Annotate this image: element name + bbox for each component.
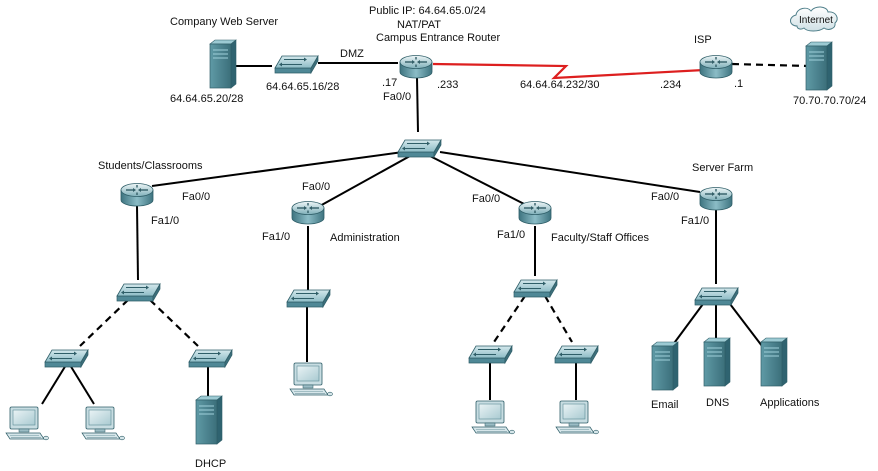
web-server-ip-label: 64.64.65.20/28 xyxy=(170,93,243,105)
internet-label: Internet xyxy=(799,15,833,26)
serverfarm-router-icon[interactable] xyxy=(699,186,733,211)
students-fa00-label: Fa0/0 xyxy=(182,191,210,203)
faculty-label: Faculty/Staff Offices xyxy=(551,232,650,244)
link-ssw-left-pc2 xyxy=(69,364,95,405)
faculty-right-switch-icon[interactable] xyxy=(554,345,599,364)
link-core-faculty xyxy=(429,155,531,208)
wan-serial-link xyxy=(432,62,705,80)
wan-net-label: 64.64.64.232/30 xyxy=(520,79,600,91)
serverfarm-fa10-label: Fa1/0 xyxy=(681,215,709,227)
dhcp-label: DHCP xyxy=(195,458,226,470)
faculty-switch-icon[interactable] xyxy=(513,279,558,298)
ce-fa00-label: Fa0/0 xyxy=(383,91,411,103)
link-core-students xyxy=(151,151,404,187)
link-core-admin xyxy=(317,155,411,208)
students-switch-icon[interactable] xyxy=(116,283,161,302)
dns-server-icon[interactable] xyxy=(703,337,731,387)
link-sfsw-email xyxy=(671,303,704,347)
students-fa10-label: Fa1/0 xyxy=(151,215,179,227)
students-left-switch-icon[interactable] xyxy=(44,349,89,368)
students-label: Students/Classrooms xyxy=(98,160,203,172)
dmz-net-label: 64.64.65.16/28 xyxy=(266,81,339,93)
external-ip-label: 70.70.70.70/24 xyxy=(793,95,866,107)
web-server-label: Company Web Server xyxy=(170,16,278,28)
links xyxy=(41,62,763,405)
link-ce-core xyxy=(416,77,419,133)
faculty-fa10-label: Fa1/0 xyxy=(497,229,525,241)
serverfarm-fa00-label: Fa0/0 xyxy=(651,191,679,203)
isp-1-label: .1 xyxy=(734,78,743,90)
faculty-pc-1-icon[interactable] xyxy=(471,400,515,435)
admin-router-icon[interactable] xyxy=(291,200,325,225)
public-ip-label: Public IP: 64.64.65.0/24 xyxy=(369,5,486,17)
student-pc-1-icon[interactable] xyxy=(5,406,49,441)
faculty-left-switch-icon[interactable] xyxy=(468,345,513,364)
link-fsw-dash-right xyxy=(544,295,573,343)
faculty-pc-2-icon[interactable] xyxy=(555,400,599,435)
serverfarm-switch-icon[interactable] xyxy=(694,287,739,306)
nat-label: NAT/PAT xyxy=(397,19,441,31)
faculty-fa00-label: Fa0/0 xyxy=(472,193,500,205)
dmz-switch-icon[interactable] xyxy=(274,55,319,74)
link-core-serverfarm xyxy=(439,151,701,193)
isp-label: ISP xyxy=(694,34,712,46)
internet-cloud-icon[interactable] xyxy=(790,6,838,32)
dns-label: DNS xyxy=(706,397,729,409)
labels: Public IP: 64.64.65.0/24 NAT/PAT Campus … xyxy=(98,5,866,470)
campus-entrance-router-icon[interactable] xyxy=(399,54,433,79)
email-label: Email xyxy=(651,399,679,411)
admin-fa00-label: Fa0/0 xyxy=(302,181,330,193)
dashed-links xyxy=(79,62,809,347)
students-right-switch-icon[interactable] xyxy=(188,349,233,368)
server-farm-label: Server Farm xyxy=(692,162,753,174)
external-server-icon[interactable] xyxy=(805,41,833,91)
web-server-icon[interactable] xyxy=(209,39,237,89)
ce-17-label: .17 xyxy=(382,77,397,89)
campus-router-label: Campus Entrance Router xyxy=(376,32,500,44)
link-fsw-dash-left xyxy=(493,295,526,343)
admin-pc-icon[interactable] xyxy=(289,362,333,397)
link-sfsw-apps xyxy=(729,303,763,347)
admin-switch-icon[interactable] xyxy=(286,289,331,308)
faculty-router-icon[interactable] xyxy=(518,200,552,225)
admin-fa10-label: Fa1/0 xyxy=(262,231,290,243)
link-students-sw xyxy=(136,205,139,281)
ce-233-label: .233 xyxy=(437,79,458,91)
link-ssw-dash-left xyxy=(79,299,129,347)
applications-server-icon[interactable] xyxy=(760,337,788,387)
link-ssw-dash-right xyxy=(149,299,199,347)
link-ssw-left-pc1 xyxy=(41,364,67,405)
dmz-label: DMZ xyxy=(340,48,364,60)
applications-label: Applications xyxy=(760,397,820,409)
core-switch-icon[interactable] xyxy=(397,139,442,158)
administration-label: Administration xyxy=(330,232,400,244)
students-router-icon[interactable] xyxy=(120,182,154,207)
dhcp-server-icon[interactable] xyxy=(195,395,223,445)
isp-234-label: .234 xyxy=(660,79,681,91)
student-pc-2-icon[interactable] xyxy=(81,406,125,441)
isp-router-icon[interactable] xyxy=(699,54,733,79)
link-isp-external-server xyxy=(731,62,809,68)
email-server-icon[interactable] xyxy=(651,341,679,391)
